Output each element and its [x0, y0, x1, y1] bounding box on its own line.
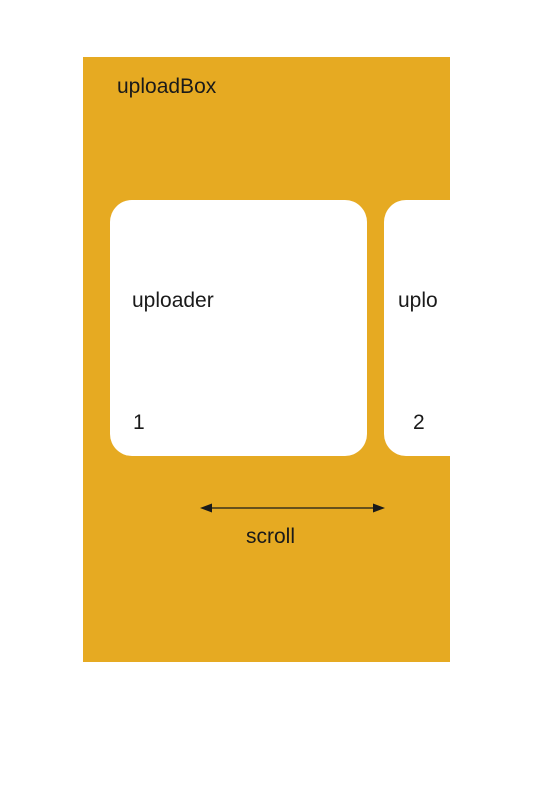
uploader-card-1[interactable]: uploader 1 — [110, 200, 367, 456]
uploader-card-number: 1 — [133, 411, 145, 434]
uploader-card-number: 2 — [413, 411, 425, 434]
double-headed-horizontal-arrow-icon — [200, 503, 385, 513]
uploader-card-label: uploader — [132, 289, 214, 312]
uploader-card-label: uplo — [398, 289, 438, 312]
upload-box-title: uploadBox — [117, 75, 217, 98]
scroll-label: scroll — [246, 525, 296, 548]
uploader-card-2[interactable]: uplo 2 — [384, 200, 450, 456]
upload-box: uploadBox uploader 1 uplo 2 scroll — [83, 57, 450, 662]
